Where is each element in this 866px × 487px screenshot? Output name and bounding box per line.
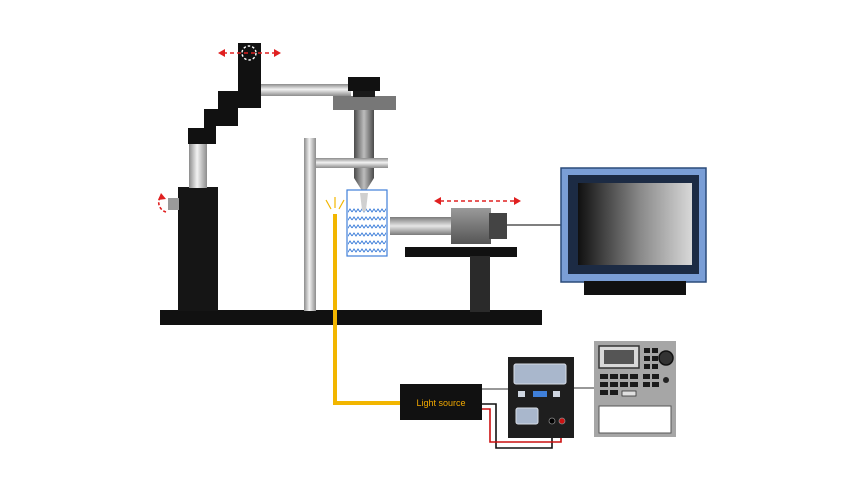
optical-fiber	[333, 214, 400, 405]
instrument-dial	[658, 350, 674, 366]
pendant-drop	[360, 193, 368, 212]
horizontal-rod	[261, 84, 351, 96]
light-sparkle-icon	[325, 197, 345, 210]
light-source-label: Light source	[416, 398, 465, 408]
camera-body	[451, 208, 491, 244]
terminal-red	[558, 417, 566, 425]
syringe-plunger	[353, 91, 375, 97]
controller-button-right	[553, 391, 560, 397]
terminal-black	[548, 417, 556, 425]
stand-post	[304, 138, 316, 311]
camera-post	[470, 256, 490, 312]
syringe-body	[354, 110, 374, 194]
instrument-slot	[621, 390, 637, 397]
tower-column	[178, 187, 218, 311]
camera-shelf	[405, 247, 517, 257]
camera-back	[489, 213, 507, 239]
stand-arm	[316, 158, 388, 168]
tower-knob	[168, 198, 179, 210]
monitor-stand	[584, 281, 686, 295]
base-plate	[160, 310, 542, 325]
instrument-paper-slot	[598, 405, 672, 434]
controller-button-mid	[533, 391, 547, 397]
arm-pivot	[241, 45, 257, 61]
stepped-arm	[188, 43, 261, 144]
rotation-arrowhead	[158, 193, 166, 200]
instrument-knob	[663, 377, 669, 383]
cuvette-liquid	[348, 208, 386, 255]
syringe-plate	[333, 96, 396, 110]
light-source-box	[400, 384, 482, 420]
instrument-keypad	[600, 348, 659, 395]
arrowhead-right	[274, 49, 281, 57]
tower-rod	[189, 143, 207, 188]
arrowhead-left	[218, 49, 225, 57]
monitor-screen	[578, 183, 692, 265]
instrument-display-inner	[604, 350, 634, 364]
camera-arrowhead-right	[514, 197, 521, 205]
controller-button-left	[518, 391, 525, 397]
controller-display	[513, 363, 567, 385]
syringe-clamp	[348, 77, 380, 91]
camera-arrowhead-left	[434, 197, 441, 205]
wire-black	[482, 403, 553, 449]
controller-sub-display	[515, 407, 539, 425]
camera-lens	[390, 217, 452, 235]
